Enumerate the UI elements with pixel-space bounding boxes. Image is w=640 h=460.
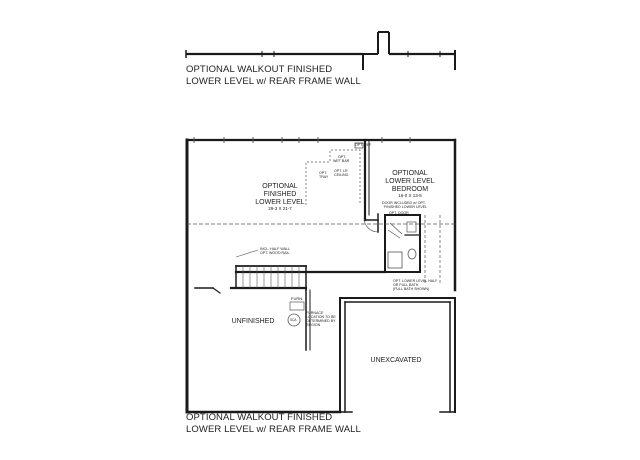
door-note-1: DOOR INCLUDED w/ OPT.: [382, 201, 426, 205]
annotation-notes: OPT. REF. OPT. WET BAR OPT. TRAY OPT. LR…: [260, 143, 438, 327]
bedroom-label-line2: LOWER LEVEL: [385, 178, 435, 185]
top-title-line1: OPTIONAL WALKOUT FINISHED: [186, 64, 333, 75]
finished-label-line2: FINISHED: [264, 191, 297, 198]
opt-ceiling-note-1: OPT. LR: [334, 169, 348, 173]
room-labels: OPTIONAL FINISHED LOWER LEVEL 29-3 X 21-…: [232, 170, 435, 364]
furnace-box-label: FURN.: [291, 296, 303, 301]
finished-label-line1: OPTIONAL: [262, 183, 298, 190]
bath-note-1: OPT. LOWER LEVEL HALF: [393, 279, 438, 283]
unexcavated-label: UNEXCAVATED: [371, 357, 422, 364]
furnace-note-2: LOCATION TO BE: [306, 315, 336, 319]
furnace-note-3: DETERMINED BY: [306, 319, 336, 323]
finished-label-line3: LOWER LEVEL: [255, 199, 305, 206]
furnace-note-4: REGION: [306, 323, 321, 327]
top-rear-wall-plan: [185, 31, 456, 70]
bath-note-3: (FULL BATH SHOWN): [393, 287, 429, 291]
opt-tray-note-1: OPT.: [319, 171, 327, 175]
bedroom-dims: 16-0 X 13-5: [398, 193, 422, 198]
furnace-note-1: FURNACE: [306, 311, 324, 315]
half-wall-note-2: OPT. WOOD RAIL: [260, 251, 290, 255]
detail-lines: [187, 137, 455, 327]
top-plan-title: OPTIONAL WALKOUT FINISHED LOWER LEVEL w/…: [186, 64, 361, 88]
opt-ref-note: OPT. REF.: [355, 143, 372, 147]
door-note-2: FINISHED LOWER LEVEL: [384, 205, 427, 209]
sump-label: SCA: [290, 318, 297, 322]
unfinished-label: UNFINISHED: [232, 318, 275, 325]
bottom-title-line1: OPTIONAL WALKOUT FINISHED: [186, 412, 333, 423]
finished-dims: 29-3 X 21-7: [268, 206, 292, 211]
opt-door-note: OPT. DOOR: [389, 211, 409, 215]
wet-bar-note-1: OPT.: [338, 155, 346, 159]
bedroom-label-line1: OPTIONAL: [392, 170, 428, 177]
wet-bar-note-2: WET BAR: [333, 159, 350, 163]
bath-note-2: OR FULL BATH: [393, 283, 419, 287]
opt-ceiling-note-2: CEILING: [334, 173, 349, 177]
bedroom-label-line3: BEDROOM: [392, 186, 428, 193]
bottom-title-line2: LOWER LEVEL w/ REAR FRAME WALL: [186, 424, 361, 435]
top-title-line2: LOWER LEVEL w/ REAR FRAME WALL: [186, 76, 361, 87]
half-wall-note-1: INCL. HALF WALL: [260, 247, 290, 251]
opt-tray-note-2: TRAY: [319, 175, 329, 179]
bottom-plan-title: OPTIONAL WALKOUT FINISHED LOWER LEVEL w/…: [186, 412, 361, 436]
